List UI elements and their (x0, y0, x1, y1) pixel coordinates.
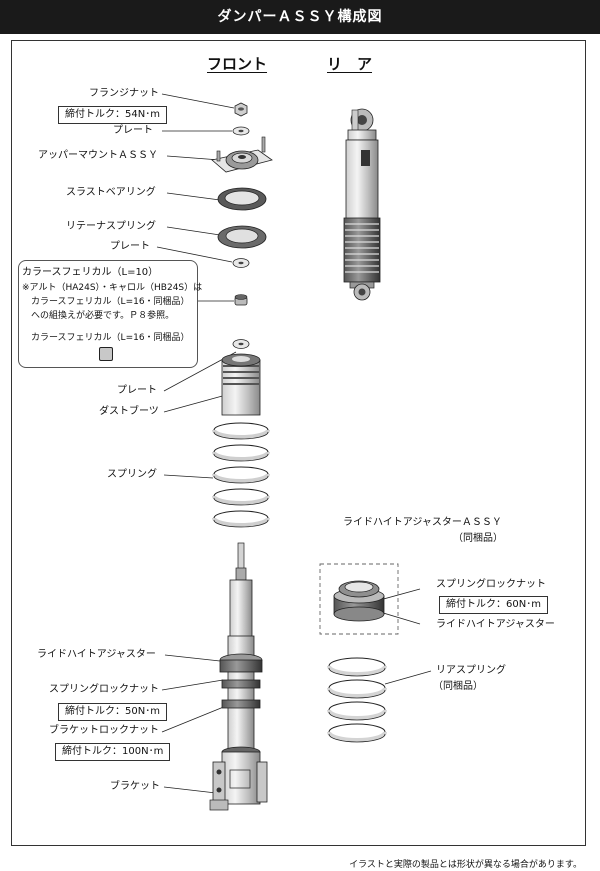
label-upper-mount: アッパーマウントＡＳＳＹ (38, 150, 158, 161)
label-plate-3: プレート (117, 385, 157, 396)
diagram-frame (11, 40, 586, 846)
page-title: ダンパーＡＳＳＹ構成図 (0, 0, 600, 34)
note-line-5: カラースフェリカル（L=16・同梱品） (31, 333, 190, 343)
label-spring-lock-nut: スプリングロックナット (49, 684, 159, 695)
torque-bracket-lock-nut: 締付トルク：100N･m (55, 743, 171, 761)
note-line-3: カラースフェリカル（L=16・同梱品） (31, 297, 190, 307)
label-flange-nut: フランジナット (89, 88, 159, 99)
label-ride-height-adjuster: ライドハイトアジャスター (37, 649, 156, 660)
front-damper-body (219, 542, 263, 753)
collar-spherical-note-box: カラースフェリカル（L=10） ※アルト（HA24S）・キャロル（HB24S）は… (18, 260, 202, 368)
note-line-2: ※アルト（HA24S）・キャロル（HB24S）は (22, 283, 203, 293)
label-thrust-bearing: スラストベアリング (66, 187, 156, 198)
rear-adjuster-dashed-box (319, 563, 399, 635)
label-rear-spring-lock-nut: スプリングロックナット (436, 579, 546, 590)
upper-mount-part (211, 136, 273, 173)
footer-disclaimer: イラストと実際の製品とは形状が異なる場合があります。 (349, 860, 582, 870)
label-rear-ride-height-adjuster: ライドハイトアジャスター (436, 619, 555, 630)
label-dust-boots: ダストブーツ (99, 406, 159, 417)
label-retainer-spring: リテーナスプリング (66, 221, 156, 232)
collar-l16-icon (99, 347, 113, 361)
label-rh-adjuster-assy: ライドハイトアジャスターＡＳＳＹ (343, 517, 502, 528)
flange-nut-part (234, 102, 248, 117)
label-bracket-lock-nut: ブラケットロックナット (49, 725, 159, 736)
torque-flange-nut: 締付トルク：54N･m (58, 106, 167, 124)
note-line-1: カラースフェリカル（L=10） (22, 267, 159, 278)
label-spring: スプリング (107, 469, 157, 480)
front-heading: フロント (207, 55, 268, 73)
torque-rear-spring-lock-nut: 締付トルク：60N･m (439, 596, 548, 614)
label-rear-spring: リアスプリング (436, 665, 506, 676)
note-line-4: への組換えが必要です。Ｐ８参照。 (31, 311, 175, 321)
torque-spring-lock-nut: 締付トルク：50N･m (58, 703, 167, 721)
label-plate-2: プレート (110, 241, 150, 252)
rear-damper-part (343, 108, 381, 301)
label-bracket: ブラケット (110, 781, 160, 792)
dust-boots-part (221, 353, 261, 416)
label-included-2: （同梱品） (433, 681, 483, 692)
rear-heading: リ ア (327, 55, 373, 73)
label-plate-1: プレート (113, 125, 153, 136)
label-included-1: （同梱品） (453, 533, 503, 544)
rear-spring-part (327, 657, 387, 743)
rear-adjuster-part (333, 580, 385, 622)
bracket-part (209, 746, 268, 811)
